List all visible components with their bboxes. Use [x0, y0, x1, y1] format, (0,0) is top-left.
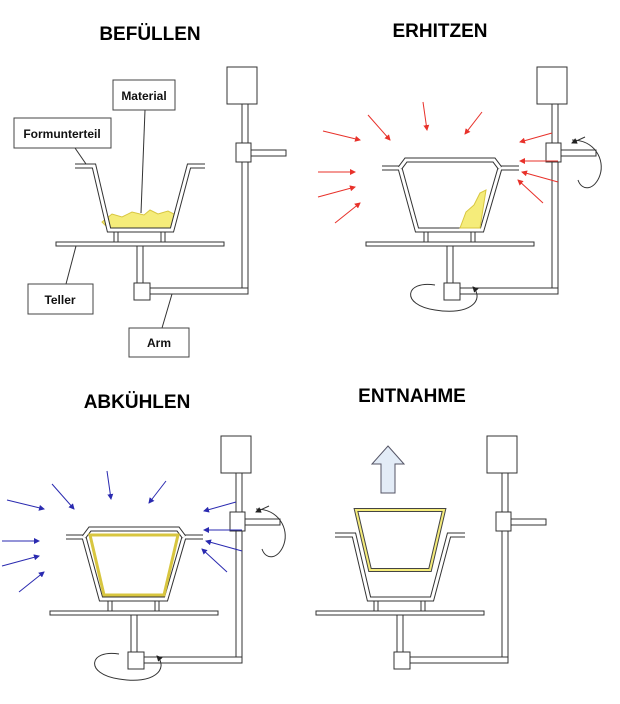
arm-leader: [161, 293, 173, 329]
arm-label: Arm: [147, 336, 171, 350]
teller-plate: [365, 241, 535, 247]
formunterteil-leader: [74, 147, 87, 165]
mould-leg-left: [107, 599, 113, 613]
material-fill: [459, 189, 487, 229]
horizontal-axis-stub: [510, 518, 547, 526]
formunterteil-label: Formunterteil: [23, 127, 100, 141]
vertical-shaft: [446, 245, 454, 285]
formed-part-shell: [88, 533, 180, 597]
vertical-pole: [551, 103, 559, 295]
rotation-arrow-vertical: [410, 283, 479, 312]
station-entnahme: [315, 435, 547, 670]
mould-leg-left: [113, 230, 119, 244]
motor-box: [220, 435, 252, 474]
material-fill: [101, 209, 177, 229]
motor-box: [486, 435, 518, 474]
rotation-arrow-head: [571, 136, 586, 144]
vertical-shaft: [396, 614, 404, 654]
cool-arrow-6: [18, 571, 45, 593]
cool-arrow-10: [201, 548, 228, 573]
heat-arrow-6: [334, 202, 361, 224]
cool-arrow-0: [51, 483, 75, 510]
shaft-box: [443, 282, 461, 301]
vertical-shaft: [136, 245, 144, 285]
cool-arrow-7: [203, 501, 237, 513]
vertical-pole: [235, 472, 243, 664]
horizontal-axis-stub: [244, 518, 281, 526]
callout-labels: Material Formunterteil Teller Arm: [13, 79, 190, 358]
shaft-box: [133, 282, 151, 301]
heat-arrow-0: [367, 114, 391, 141]
mould-upper-half-inner: [398, 158, 502, 169]
material-label: Material: [121, 89, 166, 103]
vertical-shaft: [130, 614, 138, 654]
joint-box: [229, 511, 246, 532]
rotation-arrow-horizontal: [571, 139, 602, 189]
teller-label: Teller: [44, 293, 75, 307]
removed-part: [354, 509, 446, 571]
horizontal-axis-stub: [560, 149, 597, 157]
cool-arrow-5: [1, 554, 40, 567]
heat-arrow-7: [519, 132, 553, 144]
mould-leg-left: [423, 230, 429, 244]
shaft-box: [393, 651, 411, 670]
heat-arrow-5: [317, 185, 356, 198]
station-erhitzen: [317, 66, 602, 312]
cool-arrow-9: [205, 539, 243, 552]
mould-leg-right: [420, 599, 426, 613]
mould-lower-half-inner: [75, 164, 205, 232]
mould-lower-half-inner: [382, 166, 519, 232]
heat-arrow-1: [422, 101, 430, 131]
teller-plate: [55, 241, 225, 247]
heat-arrow-3: [322, 130, 361, 142]
rotation-arrow-head: [255, 505, 270, 513]
joint-box: [495, 511, 512, 532]
removed-part-outline: [353, 508, 447, 572]
station-abkuehlen: [1, 435, 286, 681]
mould-leg-right: [160, 230, 166, 244]
material-label-box: [112, 79, 176, 111]
title-erhitzen: ERHITZEN: [393, 21, 488, 42]
arm: [409, 656, 509, 664]
arm-label-box: [128, 327, 190, 358]
teller-plate: [49, 610, 219, 616]
title-abkuehlen: ABKÜHLEN: [84, 392, 191, 413]
title-entnahme: ENTNAHME: [358, 386, 466, 407]
teller-leader: [65, 245, 77, 285]
shaft-box: [127, 651, 145, 670]
title-befuellen: BEFÜLLEN: [99, 24, 200, 45]
joint-box: [235, 142, 252, 163]
station-befuellen: [55, 66, 287, 301]
rotation-arrow-horizontal: [255, 508, 286, 558]
vertical-pole: [501, 472, 509, 664]
vertical-pole: [241, 103, 249, 295]
mould-lower-half-inner: [335, 533, 465, 601]
mould-lower-half-inner: [66, 535, 203, 601]
horizontal-axis-stub: [250, 149, 287, 157]
heat-arrow-10: [517, 179, 544, 204]
teller-label-box: [27, 283, 94, 315]
teller-plate: [315, 610, 485, 616]
lift-arrow-icon: [370, 445, 406, 494]
heat-arrow-2: [464, 111, 483, 135]
heat-arrow-9: [521, 170, 559, 183]
material-leader: [140, 109, 146, 214]
mould-leg-right: [154, 599, 160, 613]
mould-leg-right: [470, 230, 476, 244]
cool-arrow-3: [6, 499, 45, 511]
arm: [149, 287, 249, 295]
cool-arrow-2: [148, 480, 167, 504]
rotation-arrow-vertical: [94, 652, 163, 681]
mould-upper-half-inner: [82, 527, 186, 538]
mould-leg-left: [373, 599, 379, 613]
formunterteil-label-box: [13, 117, 112, 149]
motor-box: [226, 66, 258, 105]
joint-box: [545, 142, 562, 163]
cool-arrow-1: [106, 470, 114, 500]
motor-box: [536, 66, 568, 105]
